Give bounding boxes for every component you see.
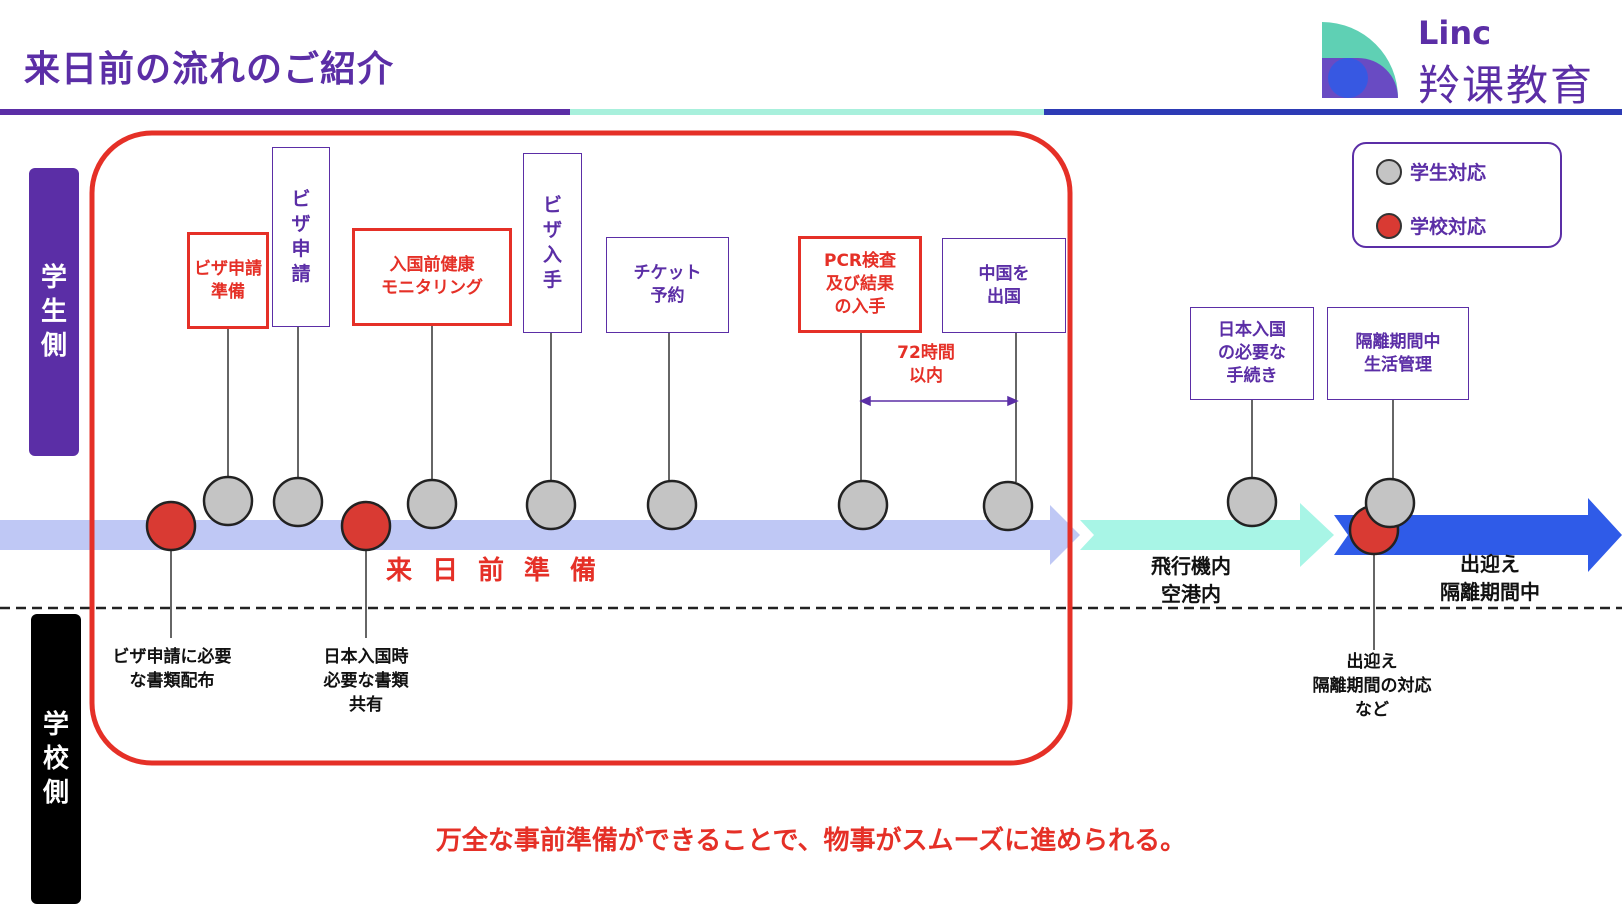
bottom-message: 万全な事前準備ができることで、物事がスムーズに進められる。	[435, 826, 1187, 856]
task-pcr-test: PCR検査 及び結果 の入手	[798, 236, 922, 333]
stage-prep-label: 来日前準備	[386, 556, 617, 586]
task-visa-apply: ビザ申請	[272, 147, 330, 327]
logo-text-cn: 羚课教育	[1418, 61, 1595, 110]
task-visa-receive-label: ビザ入手	[542, 194, 562, 291]
flight-arrow	[1080, 503, 1334, 567]
task-visa-apply-label: ビザ申請	[291, 188, 311, 285]
range-arrow	[859, 395, 1019, 407]
stage-flight-label: 飛行機内 空港内	[1151, 554, 1231, 606]
legend-student-label: 学生対応	[1410, 162, 1487, 184]
student-dot	[1226, 476, 1278, 528]
student-dot	[525, 479, 577, 531]
student-dot	[272, 476, 324, 528]
logo-mark	[1322, 22, 1398, 98]
legend-school: 学校対応	[1376, 212, 1486, 239]
school-dots	[145, 500, 1400, 556]
student-side-label: 学生側	[29, 168, 79, 456]
school-dot	[145, 500, 197, 552]
header-rule-blue	[1044, 109, 1622, 115]
legend-gray-dot-icon	[1376, 158, 1402, 185]
task-japan-entry: 日本入国 の必要な 手続き	[1190, 307, 1314, 400]
header-rule-mint	[570, 109, 1044, 115]
legend-student: 学生対応	[1376, 158, 1486, 185]
student-side-text: 学生側	[40, 263, 67, 361]
student-dot	[406, 478, 458, 530]
task-ticket-booking: チケット 予約	[606, 237, 729, 333]
task-quarantine-life: 隔離期間中 生活管理	[1327, 307, 1469, 400]
school-task-visa-docs: ビザ申請に必要 な書類配布	[112, 647, 232, 691]
school-dot	[340, 500, 392, 552]
school-task-entry-docs: 日本入国時 必要な書類 共有	[323, 647, 409, 715]
legend-red-dot-icon	[1376, 212, 1402, 239]
header-rule-purple	[0, 109, 570, 115]
range-note: 72時間 以内	[897, 343, 955, 386]
student-dot	[837, 479, 889, 531]
connectors	[170, 326, 1394, 650]
school-task-pickup: 出迎え 隔離期間の対応 など	[1312, 652, 1432, 720]
student-dot	[202, 475, 254, 527]
legend: 学生対応 学校対応	[1352, 142, 1562, 248]
page-title: 来日前の流れのご紹介	[24, 49, 395, 90]
legend-school-label: 学校対応	[1410, 216, 1487, 238]
prep-phase-frame	[89, 130, 1073, 766]
student-dot	[646, 479, 698, 531]
task-depart-china: 中国を 出国	[942, 238, 1066, 333]
task-visa-receive: ビザ入手	[523, 153, 582, 333]
student-dot	[982, 480, 1034, 532]
task-visa-prep: ビザ申請準備	[187, 232, 269, 329]
task-health-monitoring: 入国前健康 モニタリング	[352, 228, 512, 326]
student-dots	[202, 475, 1278, 532]
student-dot	[1364, 477, 1416, 529]
logo-text-en: Linc	[1418, 14, 1492, 52]
stage-arrival-label: 出迎え 隔離期間中	[1440, 552, 1540, 604]
prep-arrow	[0, 505, 1080, 565]
school-side-label: 学校側	[31, 614, 81, 904]
school-side-text: 学校側	[42, 710, 69, 808]
